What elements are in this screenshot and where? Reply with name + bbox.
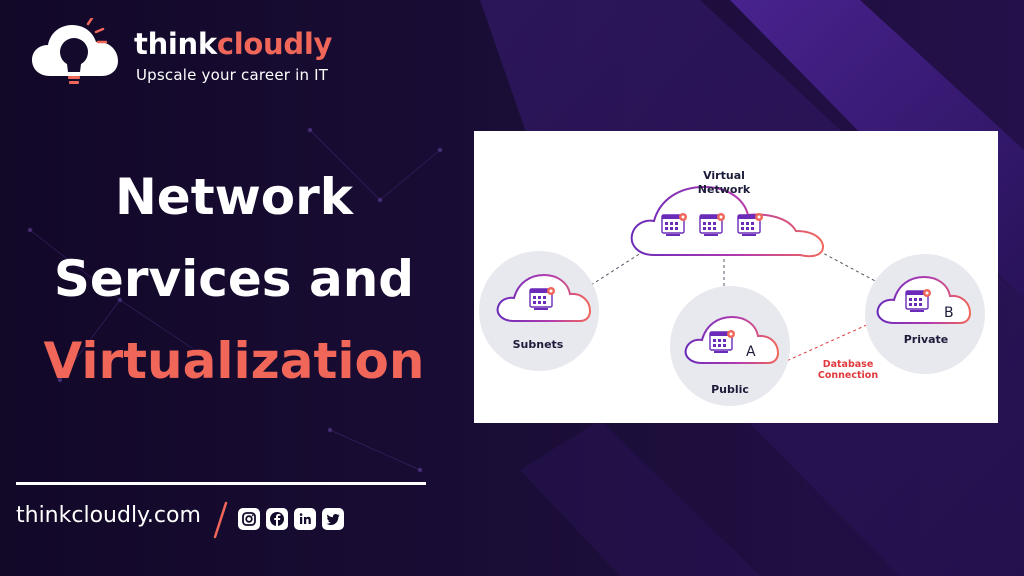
- private-letter-b: B: [944, 305, 954, 321]
- title-line-1: Network: [114, 168, 354, 226]
- instagram-icon[interactable]: [238, 508, 260, 530]
- linkedin-icon[interactable]: [294, 508, 316, 530]
- virtual-network-cloud: [630, 185, 824, 258]
- subnets-label: Subnets: [513, 338, 564, 351]
- brand-logo[interactable]: thinkcloudly Upscale your career in IT: [30, 18, 360, 98]
- brand-tagline: Upscale your career in IT: [136, 66, 329, 84]
- private-label: Private: [904, 333, 949, 346]
- virtual-network-label-2: Network: [698, 183, 751, 196]
- facebook-icon[interactable]: [266, 508, 288, 530]
- database-connection-line: [781, 318, 881, 364]
- subnets-cloud: [496, 273, 592, 322]
- cloud-bulb-icon: [32, 18, 118, 84]
- title-line-3: Virtualization: [43, 332, 425, 390]
- brand-name-part1: think: [134, 27, 217, 61]
- social-links: [238, 508, 344, 530]
- private-cloud: [876, 275, 972, 324]
- website-link[interactable]: thinkcloudly.com: [16, 503, 201, 528]
- public-label: Public: [711, 383, 749, 396]
- public-cloud: [684, 315, 780, 364]
- brand-name-part2: cloudly: [216, 27, 333, 61]
- twitter-icon[interactable]: [322, 508, 344, 530]
- virtual-network-label-1: Virtual: [703, 169, 745, 182]
- db-connection-label-2: Connection: [818, 370, 878, 381]
- footer-divider: [16, 482, 426, 485]
- slash-divider: [213, 501, 228, 539]
- network-diagram: Virtual Network Subnets A Public B Priva…: [474, 131, 998, 423]
- title-line-2: Services and: [53, 250, 415, 308]
- brand-name: thinkcloudly: [134, 26, 332, 62]
- page-title: Network Services and Virtualization: [8, 156, 460, 402]
- db-connection-label-1: Database: [823, 359, 874, 370]
- public-letter-a: A: [746, 344, 756, 360]
